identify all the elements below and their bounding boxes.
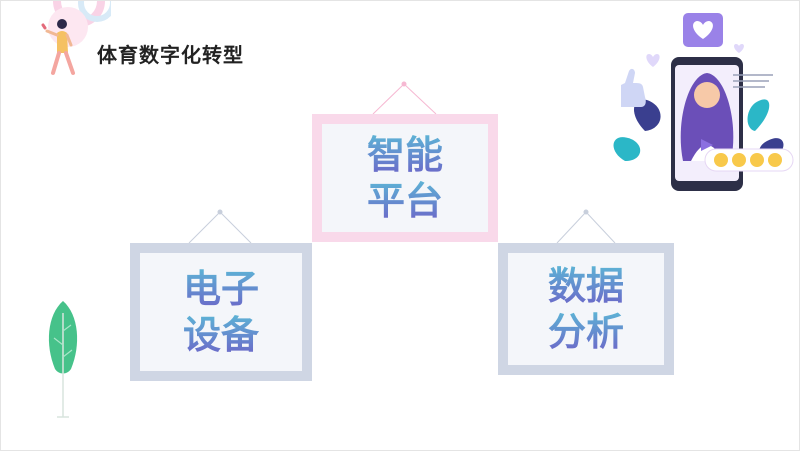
woman-figure-icon <box>41 1 111 75</box>
frame-text-line: 平台 <box>366 179 443 223</box>
frame-inner: 电子 设备 <box>140 253 302 371</box>
frame-text-line: 智能 <box>366 133 443 177</box>
frame-smart-platform: 智能 平台 <box>312 114 498 242</box>
frame-inner: 智能 平台 <box>322 124 488 232</box>
page-title: 体育数字化转型 <box>97 43 244 67</box>
plant-icon <box>48 301 78 418</box>
phone-influencer-icon <box>613 13 794 191</box>
frame-text-line: 设备 <box>182 313 259 357</box>
frame-inner: 数据 分析 <box>508 253 664 365</box>
frame-text-line: 电子 <box>182 267 259 311</box>
frame-text-line: 分析 <box>547 310 624 354</box>
frame-data-analysis: 数据 分析 <box>498 243 674 375</box>
frame-text-line: 数据 <box>547 264 624 308</box>
frame-electronic-devices: 电子 设备 <box>130 243 312 381</box>
